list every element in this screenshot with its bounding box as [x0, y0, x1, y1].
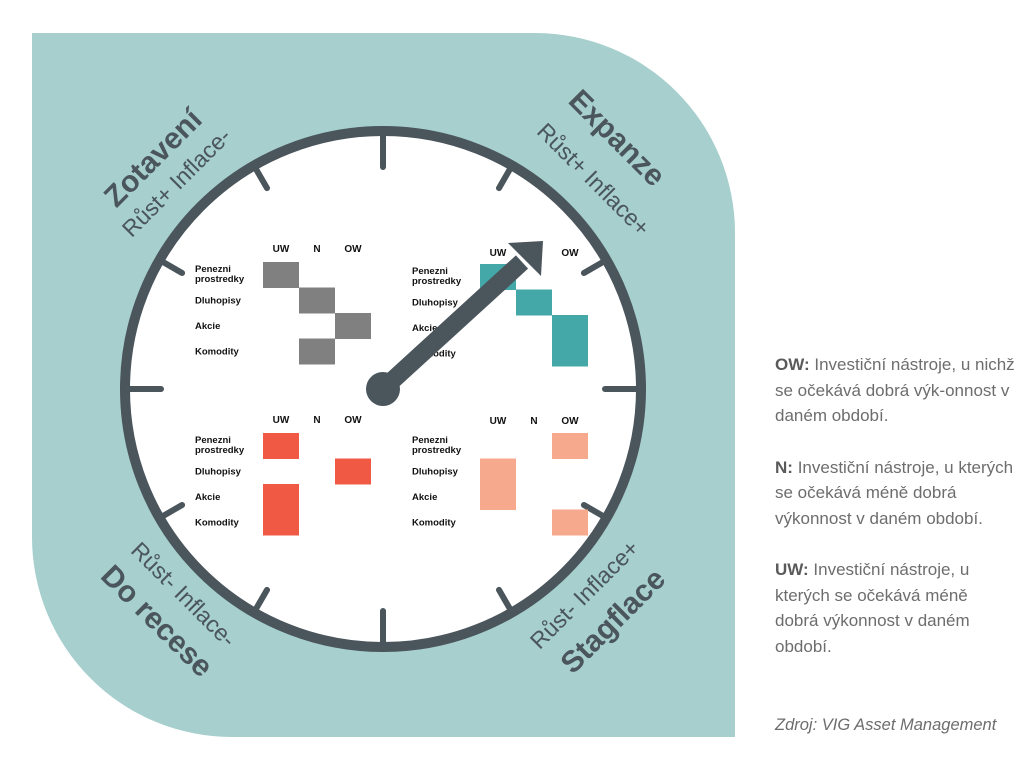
- row-label: prostredky: [195, 445, 245, 456]
- clock-tick: [580, 502, 610, 521]
- position-cell: [263, 262, 299, 288]
- column-header: UW: [273, 244, 290, 255]
- column-header: N: [530, 416, 537, 427]
- legend: OW: Investiční nástroje, u nichž se oček…: [775, 352, 1015, 685]
- row-label: Penezni: [195, 264, 231, 275]
- column-header: UW: [490, 416, 507, 427]
- position-cell: [299, 287, 335, 314]
- column-header: N: [313, 244, 320, 255]
- clock-tick: [580, 257, 610, 276]
- row-label: Penezni: [412, 266, 448, 277]
- clock-tick: [496, 586, 515, 616]
- grid-stagflation: UW N OW PenezniprostredkyDluhopisyAkcieKomo…: [412, 416, 588, 536]
- position-cell: [480, 458, 516, 485]
- row-label: Akcie: [195, 492, 220, 503]
- column-header: OW: [561, 248, 579, 259]
- row-label: prostredky: [412, 445, 462, 456]
- position-cell: [335, 313, 371, 339]
- legend-ow: OW: Investiční nástroje, u nichž se oček…: [775, 355, 1015, 425]
- position-cell: [299, 338, 335, 365]
- row-label: Penezni: [195, 435, 231, 446]
- clock-tick: [156, 502, 186, 521]
- grid-recession: UW N OW PenezniprostredkyDluhopisyAkcieKomo…: [195, 415, 371, 536]
- position-cell: [552, 315, 588, 341]
- clock-tick: [496, 162, 515, 192]
- row-label: Akcie: [195, 321, 220, 332]
- column-header: OW: [344, 244, 362, 255]
- row-label: Penezni: [412, 435, 448, 446]
- position-cell: [552, 509, 588, 536]
- column-header: OW: [561, 416, 579, 427]
- legend-uw: UW: Investiční nástroje, u kterých se oč…: [775, 560, 970, 656]
- position-cell: [516, 289, 552, 316]
- pointer-arrow: [366, 241, 543, 406]
- row-label: prostredky: [412, 276, 462, 287]
- position-cell: [335, 458, 371, 485]
- clock-tick: [251, 162, 270, 192]
- position-cell: [263, 509, 299, 536]
- column-header: UW: [273, 415, 290, 426]
- row-label: Komodity: [412, 518, 457, 529]
- column-header: N: [313, 415, 320, 426]
- row-label: Komodity: [195, 347, 240, 358]
- row-label: Akcie: [412, 492, 437, 503]
- row-label: Akcie: [412, 323, 437, 334]
- clock-tick: [251, 586, 270, 616]
- position-cell: [263, 433, 299, 459]
- legend-n: N: Investiční nástroje, u kterých se oče…: [775, 457, 1014, 528]
- source-note: Zdroj: VIG Asset Management: [775, 716, 997, 734]
- row-label: Dluhopisy: [195, 467, 242, 478]
- row-label: Dluhopisy: [412, 467, 459, 478]
- pointer-pivot: [366, 372, 400, 406]
- column-header: UW: [490, 248, 507, 259]
- position-cell: [552, 433, 588, 459]
- position-cell: [263, 484, 299, 510]
- grid-recovery: UW N OW PenezniprostredkyDluhopisyAkcieKomo…: [195, 244, 371, 365]
- column-header: OW: [344, 415, 362, 426]
- row-label: Dluhopisy: [195, 296, 242, 307]
- row-label: prostredky: [195, 274, 245, 285]
- row-label: Komodity: [195, 518, 240, 529]
- position-cell: [480, 484, 516, 510]
- clock-tick: [156, 257, 186, 276]
- row-label: Dluhopisy: [412, 298, 459, 309]
- arrow-head-icon: [508, 241, 543, 276]
- position-cell: [552, 340, 588, 367]
